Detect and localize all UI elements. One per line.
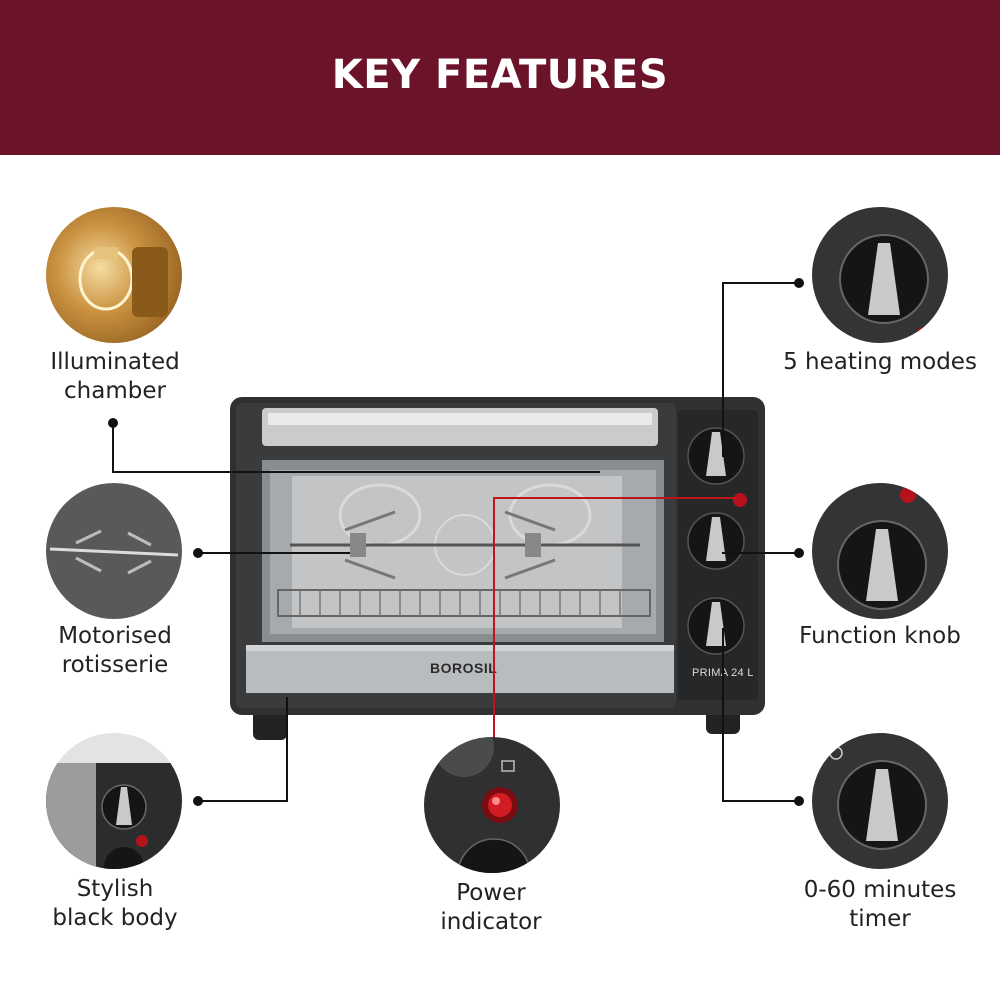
illuminated-chamber-image	[46, 207, 182, 343]
header-banner: KEY FEATURES	[0, 0, 1000, 155]
bulb-icon	[78, 247, 168, 317]
connector-timer-v	[722, 628, 724, 802]
mode-knob-icon	[839, 234, 932, 343]
connector-function	[722, 552, 798, 554]
rotisserie-image	[46, 483, 182, 619]
control-panel-icon	[46, 763, 182, 869]
connector-dot	[794, 278, 804, 288]
rotisserie-icon	[49, 529, 179, 575]
temp-knob-icon	[837, 487, 927, 610]
connector-dot	[108, 418, 118, 428]
connector-body-v	[286, 697, 288, 802]
black-body-image	[46, 733, 182, 869]
feature-modes-label: 5 heating modes	[783, 349, 977, 375]
oven-brand-label: BOROSIL	[430, 660, 498, 676]
connector-power-v	[493, 497, 495, 800]
power-light-icon	[434, 737, 531, 873]
page-title: KEY FEATURES	[331, 52, 669, 98]
feature-body-label: Stylish black body	[52, 876, 178, 931]
connector-rotisserie	[198, 552, 350, 554]
connector-modes-v	[722, 282, 724, 457]
connector-dot	[794, 796, 804, 806]
connector-dot	[794, 548, 804, 558]
feature-timer-label: 0-60 minutes timer	[803, 877, 957, 932]
power-indicator-image	[424, 737, 560, 873]
connector-power-h	[493, 497, 738, 499]
timer-knob-icon	[829, 746, 927, 850]
feature-power-label: Power indicator	[440, 880, 542, 935]
feature-function-label: Function knob	[799, 623, 961, 649]
connector-illuminated-h	[112, 471, 600, 473]
connector-body-h	[198, 800, 288, 802]
timer-image	[812, 733, 948, 869]
function-knob-image	[812, 483, 948, 619]
connector-dot	[193, 796, 203, 806]
connector-timer-h	[722, 800, 798, 802]
connector-modes-h	[722, 282, 798, 284]
connector-dot	[193, 548, 203, 558]
feature-rotisserie-label: Motorised rotisserie	[58, 623, 172, 678]
feature-illuminated-label: Illuminated chamber	[50, 349, 180, 404]
connector-illuminated-v	[112, 423, 114, 473]
heating-modes-image	[812, 207, 948, 343]
